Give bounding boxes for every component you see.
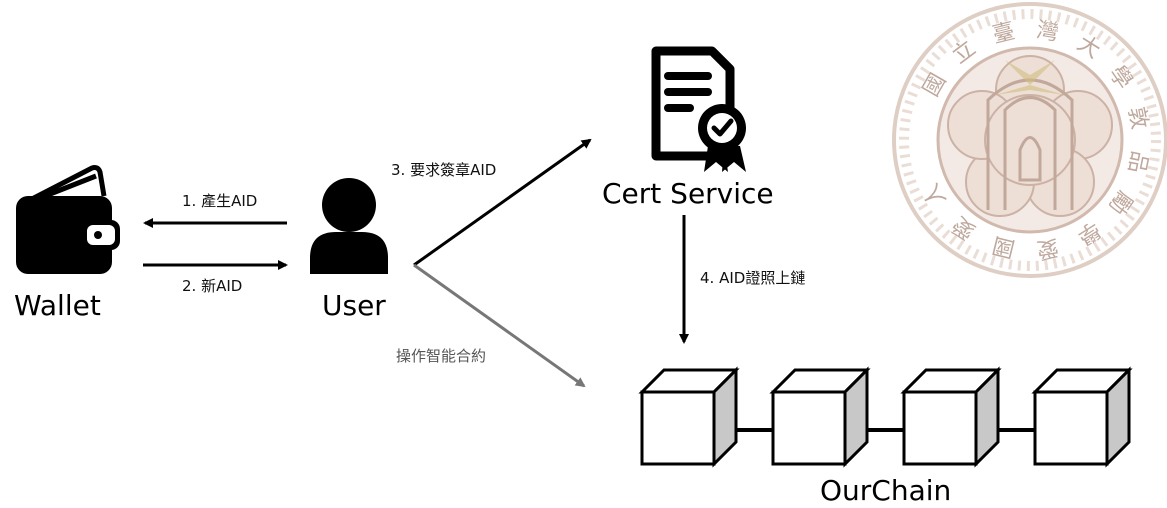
block xyxy=(900,366,1002,468)
block xyxy=(1031,366,1133,468)
seal-character: 臺 xyxy=(990,19,1017,49)
user-icon xyxy=(310,178,388,274)
university-seal-watermark: 國立臺灣大學敦品勵學愛國愛人 xyxy=(892,2,1167,278)
seal-character: 灣 xyxy=(1035,18,1061,46)
seal-character: 國 xyxy=(990,232,1017,262)
block xyxy=(638,366,740,468)
edge-label-generate-aid: 1. 產生AID xyxy=(182,192,257,210)
edge-label-operate-contract: 操作智能合約 xyxy=(396,347,486,365)
wallet-icon xyxy=(16,165,120,274)
ourchain-label: OurChain xyxy=(820,474,951,507)
certificate-icon xyxy=(651,46,746,172)
seal-character: 勵 xyxy=(1104,186,1137,218)
edge-label-cert-on-chain: 4. AID證照上鏈 xyxy=(700,269,805,287)
seal-character: 學 xyxy=(1073,216,1105,249)
arrow-request-sign xyxy=(413,138,592,267)
ourchain-blocks xyxy=(638,366,1133,468)
seal-character: 國 xyxy=(919,69,952,101)
edge-label-new-aid: 2. 新AID xyxy=(182,277,242,295)
block xyxy=(769,366,871,468)
user-label: User xyxy=(322,289,386,322)
seal-character: 敦 xyxy=(1123,105,1152,132)
edge-label-request-sign: 3. 要求簽章AID xyxy=(391,161,496,179)
seal-character: 愛 xyxy=(1035,234,1061,262)
seal-character: 品 xyxy=(1123,149,1152,176)
wallet-label: Wallet xyxy=(14,289,101,322)
arrow-operate-contract xyxy=(413,263,586,388)
cert-service-label: Cert Service xyxy=(602,177,774,210)
